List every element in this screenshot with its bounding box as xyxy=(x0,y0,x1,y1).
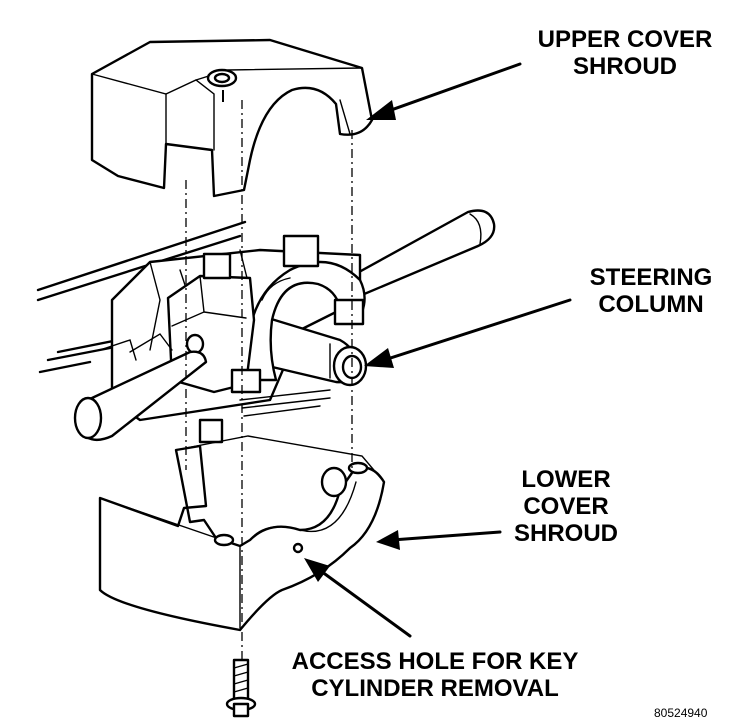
lower-cover-shroud xyxy=(98,435,386,632)
label-line: SHROUD xyxy=(572,53,677,80)
label-access-hole: ACCESS HOLE FOR KEY CYLINDER REMOVAL xyxy=(262,648,608,702)
steering-shaft xyxy=(266,316,368,387)
multifunction-stalk xyxy=(328,209,496,302)
label-line: COLUMN xyxy=(598,291,704,318)
wire-harness xyxy=(239,389,331,417)
dashboard-frame-lines xyxy=(36,220,247,374)
leader-arrows xyxy=(304,62,572,638)
label-line: LOWER xyxy=(521,466,611,493)
shroud-screw xyxy=(225,658,257,718)
label-line: UPPER COVER xyxy=(537,26,713,53)
label-lower-cover-shroud: LOWER COVER SHROUD xyxy=(496,466,636,547)
label-steering-column: STEERING COLUMN xyxy=(576,264,726,318)
label-upper-cover-shroud: UPPER COVER SHROUD xyxy=(520,26,730,80)
switch-lever xyxy=(73,333,208,442)
figure-code: 80524940 xyxy=(654,706,708,720)
ignition-switch-block xyxy=(166,252,262,444)
label-line: CYLINDER REMOVAL xyxy=(311,675,559,702)
label-line: SHROUD xyxy=(513,520,618,547)
lock-housing-ring xyxy=(245,234,366,382)
upper-cover-shroud xyxy=(90,38,374,198)
label-line: ACCESS HOLE FOR KEY xyxy=(291,648,579,675)
label-line: COVER xyxy=(523,493,609,520)
label-line: STEERING xyxy=(589,264,713,291)
alignment-lines xyxy=(185,100,353,660)
